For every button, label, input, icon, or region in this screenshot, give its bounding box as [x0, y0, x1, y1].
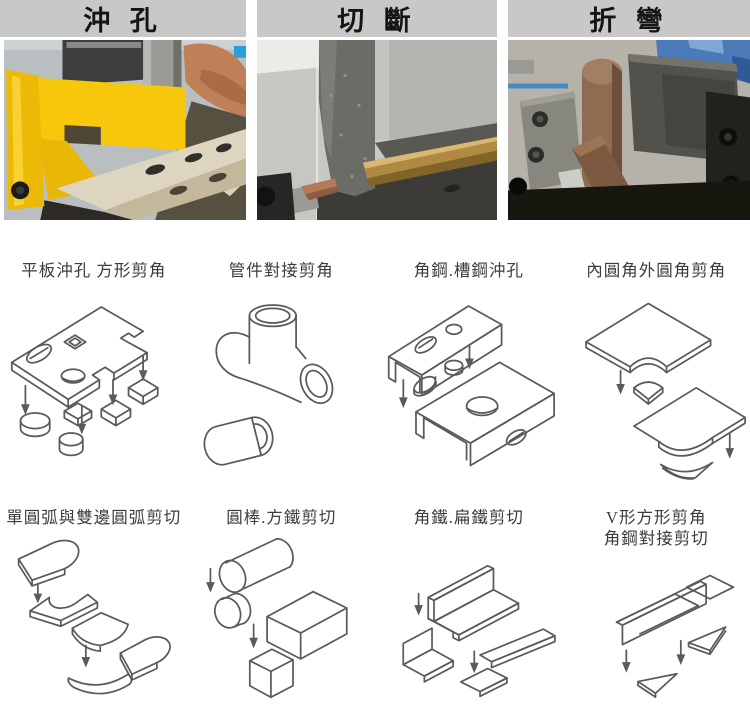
- angle-flat-iron-shear-diagram: [402, 564, 556, 698]
- diagram-cell: 平板沖孔 方形剪角: [0, 260, 188, 501]
- diagram-caption: 圓棒.方鐵剪切: [226, 508, 337, 527]
- punching-machine-photo-art: [4, 40, 246, 220]
- diagram-caption: 角鐵.扁鐵剪切: [413, 508, 524, 527]
- diagram-caption: 單圓弧與雙邊圓弧剪切: [6, 508, 182, 527]
- photo-row: [0, 40, 750, 220]
- header-cutting: 切 斷: [257, 0, 497, 37]
- diagram-row-2: 單圓弧與雙邊圓弧剪切 圓棒.方鐵剪切: [0, 507, 750, 704]
- diagram-cell: 角鐵.扁鐵剪切: [375, 507, 563, 704]
- bending-machine-photo: [508, 40, 750, 220]
- bending-machine-photo-art: [508, 40, 750, 220]
- diagram-cell: 單圓弧與雙邊圓弧剪切: [0, 507, 188, 704]
- flat-plate-punch-diagram: [10, 306, 159, 457]
- diagram-caption: 角鋼.槽鋼沖孔: [413, 261, 524, 280]
- header-punching: 沖 孔: [0, 0, 246, 37]
- diagram-cell: 圓棒.方鐵剪切: [188, 507, 376, 704]
- arc-shear-diagram: [17, 539, 171, 695]
- diagram-caption: 平板沖孔 方形剪角: [21, 261, 167, 280]
- diagram-cell: 管件對接剪角: [188, 260, 376, 501]
- header-bending: 折 彎: [508, 0, 750, 37]
- bar-shear-diagram: [206, 538, 348, 699]
- cutting-machine-photo-art: [257, 40, 497, 220]
- diagram-row-1: 平板沖孔 方形剪角: [0, 260, 750, 501]
- diagram-caption: V形方形剪角: [606, 508, 707, 527]
- angle-channel-punch-diagram: [387, 305, 555, 467]
- v-notch-angle-butt-diagram: [615, 574, 735, 699]
- round-corner-notch-diagram: [585, 302, 747, 480]
- diagram-caption-line2: 角鋼對接剪切: [603, 529, 709, 548]
- diagram-caption: 內圓角外圓角剪角: [586, 261, 727, 280]
- operation-headers: 沖 孔 切 斷 折 彎: [0, 0, 750, 37]
- pipe-butt-notch-diagram: [203, 304, 334, 466]
- diagram-cell: 內圓角外圓角剪角: [563, 260, 750, 501]
- diagram-cell: 角鋼.槽鋼沖孔: [375, 260, 563, 501]
- diagram-caption: 管件對接剪角: [228, 261, 334, 280]
- cutting-machine-photo: [257, 40, 497, 220]
- diagram-cell: V形方形剪角 角鋼對接剪切: [563, 507, 750, 704]
- punching-machine-photo: [0, 40, 246, 220]
